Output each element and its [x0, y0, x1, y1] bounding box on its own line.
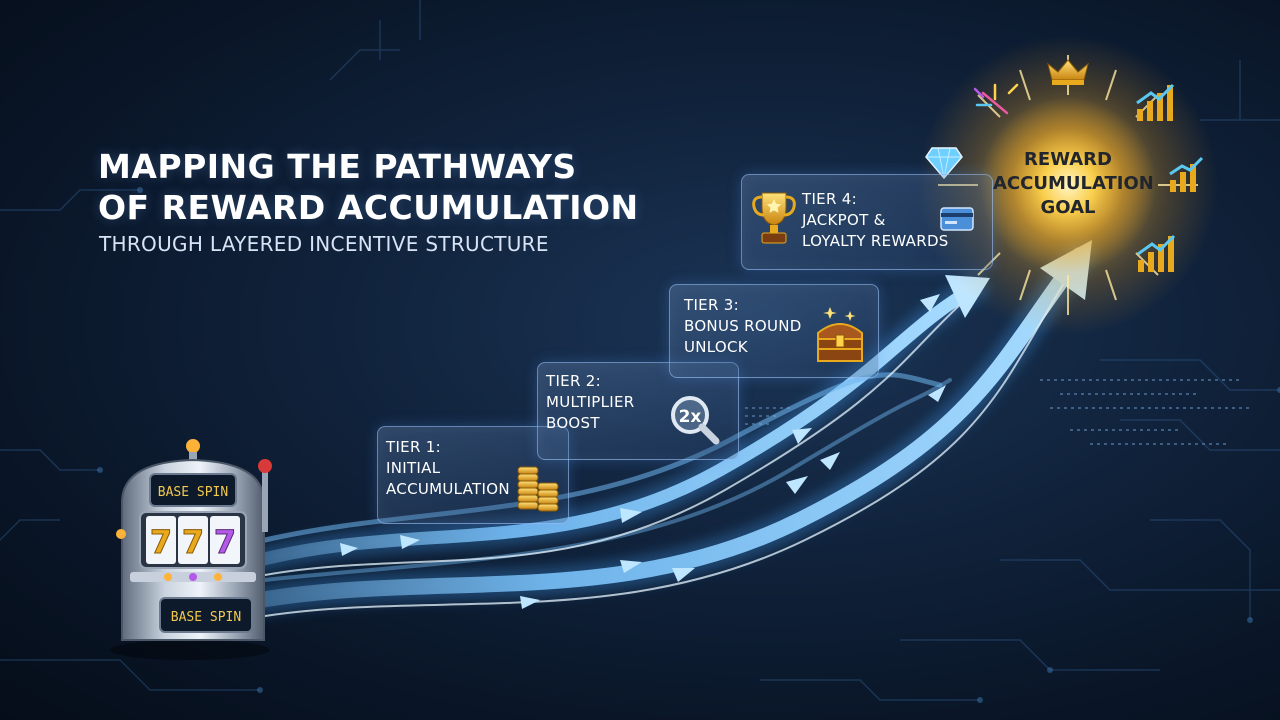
diamond-icon — [925, 147, 963, 180]
tier-1-line-1: INITIAL — [386, 459, 441, 477]
magnifier-2x-icon: 2x — [671, 396, 720, 445]
growth-chart-icon — [1136, 83, 1204, 272]
card-icon — [940, 207, 974, 231]
tier-4-box: TIER 4: JACKPOT & LOYALTY REWARDS — [741, 174, 993, 270]
slot-reel-2: 7 — [182, 523, 204, 561]
coin-stack-icon — [517, 466, 559, 512]
treasure-chest-icon — [817, 307, 863, 362]
trophy-icon — [752, 192, 796, 244]
tier-3-line-1: BONUS ROUND — [684, 317, 802, 335]
tier-4-heading: TIER 4: — [802, 190, 857, 208]
circuit-background — [0, 0, 1280, 701]
tier-1-box: TIER 1: INITIAL ACCUMULATION — [377, 426, 569, 524]
pathway-lower — [252, 247, 1088, 608]
magnifier-label: 2x — [679, 407, 702, 427]
tier-3-box: TIER 3: BONUS ROUND UNLOCK — [669, 284, 879, 378]
slot-top-label: BASE SPIN — [158, 485, 228, 500]
tier-2-line-2: BOOST — [546, 414, 600, 432]
title-line-1: MAPPING THE PATHWAYS — [98, 147, 577, 186]
crown-icon — [1047, 59, 1089, 85]
tier-2-line-1: MULTIPLIER — [546, 393, 635, 411]
page-title: MAPPING THE PATHWAYS OF REWARD ACCUMULAT… — [98, 146, 639, 228]
tier-4-line-1: JACKPOT & — [802, 211, 886, 229]
fireworks-icon — [973, 83, 1019, 115]
slot-bottom-label: BASE SPIN — [171, 610, 241, 625]
title-line-2: OF REWARD ACCUMULATION — [98, 188, 639, 227]
goal-label: REWARD ACCUMULATION GOAL — [993, 148, 1154, 220]
slot-machine — [110, 439, 272, 660]
goal-line-2: ACCUMULATION — [993, 173, 1154, 194]
goal-line-1: REWARD — [1024, 149, 1112, 170]
page-subtitle: THROUGH LAYERED INCENTIVE STRUCTURE — [99, 232, 549, 256]
tier-2-heading: TIER 2: — [546, 372, 601, 390]
tier-3-line-2: UNLOCK — [684, 338, 748, 356]
reward-pathways — [245, 240, 1095, 617]
tier-1-line-2: ACCUMULATION — [386, 480, 510, 498]
tier-3-heading: TIER 3: — [684, 296, 739, 314]
pathway-upper — [253, 281, 982, 567]
slot-reel-1: 7 — [150, 523, 172, 561]
tier-4-line-2: LOYALTY REWARDS — [802, 232, 949, 250]
goal-line-3: GOAL — [1040, 197, 1096, 218]
tier-1-heading: TIER 1: — [386, 438, 441, 456]
slot-reel-3: 7 — [214, 523, 236, 561]
tier-2-box: TIER 2: MULTIPLIER BOOST 2x — [537, 362, 739, 460]
